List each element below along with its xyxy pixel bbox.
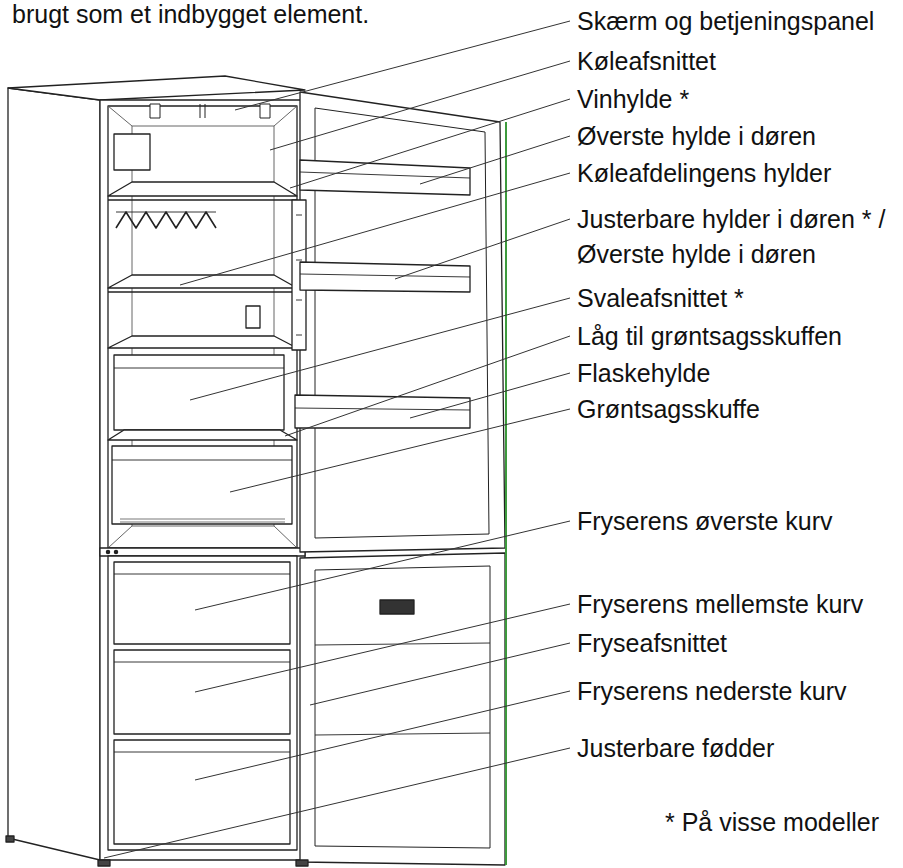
label-slot: Fryseafsnittet xyxy=(577,628,897,658)
separator-dot xyxy=(114,550,117,553)
foot xyxy=(296,860,308,866)
part-label: Skærm og betjeningspanel xyxy=(577,6,897,36)
part-label: Fryseafsnittet xyxy=(577,628,897,658)
control-unit xyxy=(246,306,260,328)
shelf-edge xyxy=(108,199,297,200)
label-slot: Øverste hylde i døren xyxy=(577,121,897,151)
label-slot: Grøntsagsskuffe xyxy=(577,394,897,424)
crisper-grille xyxy=(120,519,285,522)
label-slot: Skærm og betjeningspanel xyxy=(577,6,897,36)
separator xyxy=(100,548,305,556)
label-slot: * På visse modeller xyxy=(665,807,897,837)
part-label: Vinhylde * xyxy=(577,84,897,114)
wine-rack-bar xyxy=(116,212,216,213)
crisper-cover xyxy=(108,430,297,440)
fridge-shelf xyxy=(108,336,297,348)
freezer-basket xyxy=(114,562,290,644)
fridge-door xyxy=(300,92,505,552)
part-label: Fryserens mellemste kurv xyxy=(577,589,897,619)
cabinet-top xyxy=(8,76,305,100)
label-slot: Køleafdelingens hylder xyxy=(577,158,897,188)
foot xyxy=(6,836,14,842)
separator-dot xyxy=(106,550,109,553)
part-label: Øverste hylde i døren xyxy=(577,121,897,151)
shelf-edge xyxy=(108,291,297,292)
door-bin xyxy=(300,262,470,292)
part-label: Svaleafsnittet * xyxy=(577,283,897,313)
label-slot: Flaskehylde xyxy=(577,358,897,388)
fridge-interior xyxy=(108,106,297,548)
part-label: Fryserens øverste kurv xyxy=(577,506,897,536)
door-bin xyxy=(300,160,470,195)
freezer-door xyxy=(300,553,505,865)
part-label: Grøntsagsskuffe xyxy=(577,394,897,424)
label-slot: Justerbare hylder i døren * / Øverste hy… xyxy=(577,202,895,272)
part-label: Køleafdelingens hylder xyxy=(577,158,897,188)
part-label: Justerbare hylder i døren * / Øverste hy… xyxy=(577,202,895,272)
basket-handle xyxy=(114,662,290,663)
wine-rack xyxy=(116,212,216,228)
part-label: Køleafsnittet xyxy=(577,46,897,76)
light-box xyxy=(114,134,150,170)
display-panel xyxy=(150,104,270,118)
label-slot: Fryserens øverste kurv xyxy=(577,506,897,536)
freezer-interior xyxy=(108,556,297,850)
cabinet-front xyxy=(100,100,305,860)
intro-text: brugt som et indbygget element. xyxy=(12,0,432,29)
freezer-basket xyxy=(114,650,290,734)
door-edge xyxy=(505,122,507,865)
label-slot: Justerbare fødder xyxy=(577,733,897,763)
part-label: Justerbare fødder xyxy=(577,733,897,763)
chill-drawer xyxy=(114,355,284,430)
label-slot: Vinhylde * xyxy=(577,84,897,114)
drawer-handle xyxy=(112,460,292,461)
cabinet-side xyxy=(8,88,100,860)
label-slot: Fryserens mellemste kurv xyxy=(577,589,897,619)
door-gasket xyxy=(315,566,490,848)
foot xyxy=(98,860,110,866)
freezer-basket xyxy=(114,740,290,844)
part-label: Låg til grøntsagsskuffen xyxy=(577,321,897,351)
fridge-shelf xyxy=(108,275,297,288)
fridge-depth-lines xyxy=(108,106,297,548)
part-label: Flaskehylde xyxy=(577,358,897,388)
crisper-drawer xyxy=(112,446,292,524)
door-line xyxy=(315,733,490,735)
drawer-handle xyxy=(114,368,284,369)
basket-handle xyxy=(114,752,290,753)
label-slot: Svaleafsnittet * xyxy=(577,283,897,313)
label-slot: brugt som et indbygget element. xyxy=(12,0,432,29)
footnote: * På visse modeller xyxy=(665,807,897,837)
label-slot: Fryserens nederste kurv xyxy=(577,676,897,706)
part-label: Fryserens nederste kurv xyxy=(577,676,897,706)
label-slot: Køleafsnittet xyxy=(577,46,897,76)
label-slot: Låg til grøntsagsskuffen xyxy=(577,321,897,351)
bin-rim xyxy=(300,274,470,277)
fridge-shelf xyxy=(108,182,297,196)
basket-handle xyxy=(114,574,290,575)
leader-lines xyxy=(104,21,570,858)
freezer-display xyxy=(380,600,414,614)
